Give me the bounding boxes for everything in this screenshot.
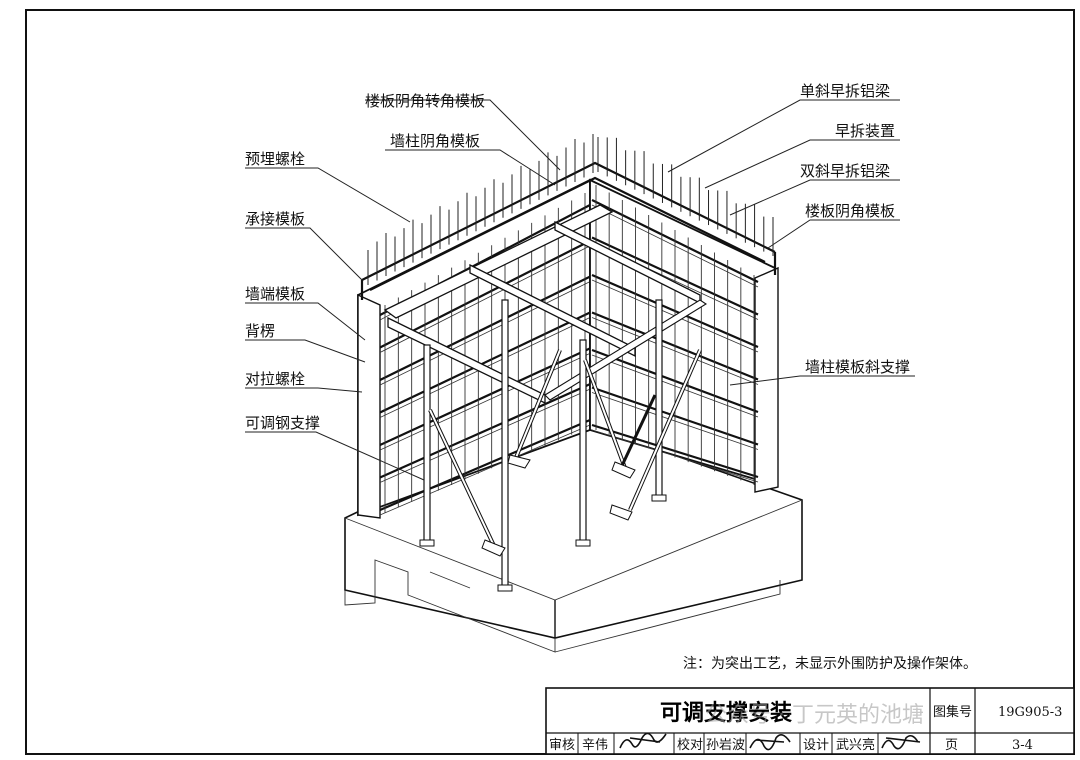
label-single-slope-early-strip-beam: 单斜早拆铝梁 xyxy=(800,82,890,100)
signature-review xyxy=(619,732,667,749)
label-wall-column-inner-corner-formwork: 墙柱阴角模板 xyxy=(390,132,480,150)
atlas-number-label: 图集号 xyxy=(933,704,972,720)
page-number: 3-4 xyxy=(1012,738,1033,753)
label-receiving-formwork: 承接模板 xyxy=(245,210,305,228)
label-tie-bolt: 对拉螺栓 xyxy=(245,370,305,388)
check-label: 校对 xyxy=(677,737,703,753)
label-wall-end-formwork: 墙端模板 xyxy=(245,285,305,303)
leader-lines xyxy=(245,99,915,481)
design-name: 武兴亮 xyxy=(836,737,875,753)
adjustable-steel-props xyxy=(419,299,667,592)
diagonal-braces xyxy=(428,349,702,557)
design-label: 设计 xyxy=(803,738,829,753)
drawing-note: 注：为突出工艺，未显示外围防护及操作架体。 xyxy=(683,656,977,672)
label-embedded-bolt: 预埋螺栓 xyxy=(245,150,305,168)
drawing-title: 可调支撑安装 xyxy=(660,700,792,726)
label-slab-inner-corner-formwork: 楼板阴角模板 xyxy=(805,202,895,220)
check-name: 孙岩波 xyxy=(706,738,745,753)
rebar-spikes xyxy=(367,134,774,285)
label-double-slope-early-strip-beam: 双斜早拆铝梁 xyxy=(800,162,890,180)
title-block xyxy=(545,687,1075,755)
atlas-number: 19G905-3 xyxy=(998,705,1062,720)
review-label: 审核 xyxy=(549,738,575,753)
signature-check xyxy=(749,734,791,751)
label-wall-column-diagonal-brace: 墙柱模板斜支撑 xyxy=(805,358,910,376)
page-label: 页 xyxy=(945,738,958,753)
watermark: 公众号 · 丁元英的池塘 xyxy=(705,703,924,728)
label-adjustable-steel-prop: 可调钢支撑 xyxy=(245,414,320,432)
label-early-strip-device: 早拆装置 xyxy=(835,122,895,140)
label-slab-inner-corner-turn-formwork: 楼板阴角转角模板 xyxy=(365,92,485,110)
label-backing-waler: 背楞 xyxy=(245,322,275,340)
review-name: 辛伟 xyxy=(582,738,608,753)
signature-design xyxy=(881,734,921,750)
